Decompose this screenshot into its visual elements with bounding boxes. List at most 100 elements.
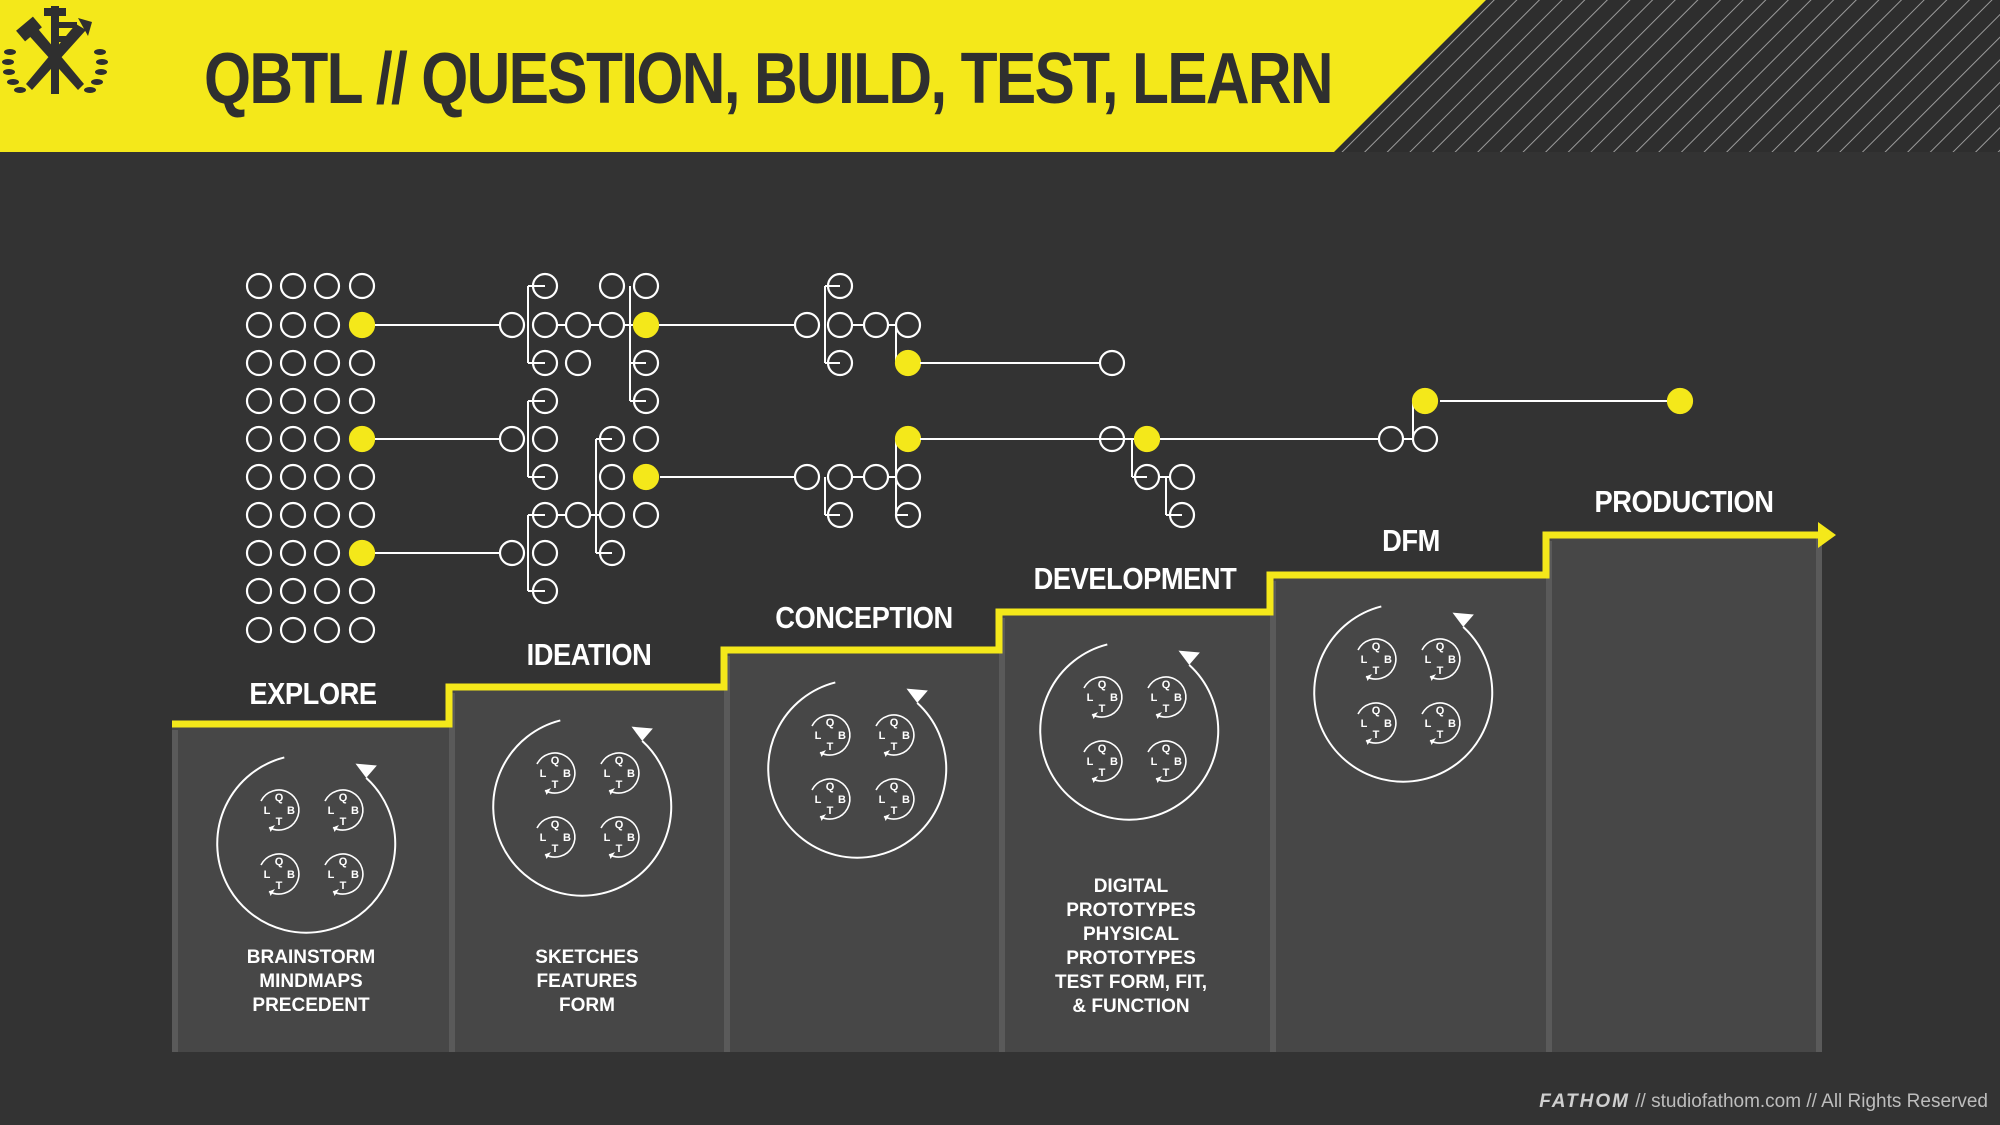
selected-idea-node — [1666, 387, 1694, 415]
stage-label-production: PRODUCTION — [1594, 484, 1774, 519]
cycle-letter: T — [1373, 729, 1380, 741]
idea-node — [313, 425, 341, 453]
cycle-letter: Q — [1372, 705, 1381, 717]
cycle-letter: Q — [1162, 679, 1171, 691]
cycle-letter: L — [815, 794, 822, 806]
idea-node — [598, 539, 626, 567]
mini-cycle-arrow — [1156, 776, 1162, 783]
idea-node — [245, 349, 273, 377]
cycle-letter: L — [264, 805, 271, 817]
idea-node — [894, 463, 922, 491]
cycle-letter: T — [552, 843, 559, 855]
mini-cycle-arrow — [269, 825, 275, 832]
mini-cycle-arrow — [545, 788, 551, 795]
idea-node — [531, 539, 559, 567]
cycle-letter: B — [563, 768, 571, 780]
idea-node — [348, 577, 376, 605]
cycle-letter: T — [827, 805, 834, 817]
idea-node — [245, 577, 273, 605]
cycle-letter: B — [1110, 756, 1118, 768]
stage-cycle-arc — [1039, 643, 1220, 821]
selected-idea-node — [632, 463, 660, 491]
cycle-letter: B — [287, 805, 295, 817]
cycle-letter: Q — [275, 792, 284, 804]
progress-arrow-head — [1818, 522, 1836, 548]
idea-node — [279, 616, 307, 644]
idea-node — [894, 311, 922, 339]
cycle-letter: B — [838, 730, 846, 742]
mini-cycle-arc — [875, 778, 915, 820]
idea-node — [826, 463, 854, 491]
idea-node — [564, 311, 592, 339]
mini-cycle-arrow — [820, 814, 826, 821]
selected-idea-node — [1133, 425, 1161, 453]
selected-idea-node — [1411, 387, 1439, 415]
idea-node — [598, 425, 626, 453]
cycle-letter: T — [340, 816, 347, 828]
activity-item: & FUNCTION — [1072, 996, 1190, 1017]
stage-column — [449, 687, 724, 1052]
mini-cycle-arrow — [609, 788, 615, 795]
mini-cycle-arc — [536, 752, 576, 794]
selected-idea-node — [348, 311, 376, 339]
idea-node — [245, 463, 273, 491]
idea-node — [1168, 501, 1196, 529]
idea-node — [862, 463, 890, 491]
idea-node — [598, 463, 626, 491]
activity-item: PROTOTYPES — [1066, 948, 1196, 969]
cycle-letter: T — [891, 805, 898, 817]
cycle-letter: T — [1437, 665, 1444, 677]
mini-cycle-arc — [600, 816, 640, 858]
selected-idea-node — [632, 311, 660, 339]
stage-cycle-arrow — [906, 688, 928, 703]
cycle-letter: B — [1174, 692, 1182, 704]
cycle-letter: Q — [890, 781, 899, 793]
mini-cycle-arc — [811, 714, 851, 756]
idea-node — [826, 272, 854, 300]
idea-node — [1377, 425, 1405, 453]
mini-cycle-arrow — [884, 750, 890, 757]
cycle-letter: T — [616, 843, 623, 855]
idea-node — [564, 501, 592, 529]
cycle-letter: L — [328, 869, 335, 881]
cycle-letter: Q — [339, 792, 348, 804]
idea-node — [279, 272, 307, 300]
idea-node — [348, 272, 376, 300]
cycle-letter: B — [627, 768, 635, 780]
cycle-letter: T — [340, 880, 347, 892]
idea-node — [245, 311, 273, 339]
cycle-letter: B — [563, 832, 571, 844]
idea-node — [531, 425, 559, 453]
idea-node — [313, 577, 341, 605]
mini-cycle-arrow — [333, 825, 339, 832]
cycle-letter: L — [1425, 654, 1432, 666]
mini-cycle-arrow — [545, 852, 551, 859]
idea-node — [279, 425, 307, 453]
idea-node — [313, 387, 341, 415]
idea-node — [632, 349, 660, 377]
cycle-letter: Q — [275, 856, 284, 868]
stage-cycle-arc — [1313, 605, 1494, 783]
idea-node — [313, 311, 341, 339]
mini-cycle-arc — [1083, 740, 1123, 782]
cycle-letter: B — [351, 869, 359, 881]
stage-activities-explore: BRAINSTORM MINDMAPS PRECEDENT — [247, 946, 375, 1018]
cycle-letter: T — [827, 741, 834, 753]
mini-cycle-arc — [811, 778, 851, 820]
cycle-letter: L — [604, 832, 611, 844]
cycle-letter: Q — [1436, 705, 1445, 717]
cycle-letter: B — [351, 805, 359, 817]
stage-cycle-arc — [767, 681, 948, 859]
header-accent — [0, 0, 1486, 152]
cycle-letter: B — [902, 794, 910, 806]
mini-cycle-arc — [600, 752, 640, 794]
stage-column-edge — [172, 730, 178, 1052]
stage-column-edge — [1816, 535, 1822, 1052]
idea-node — [632, 425, 660, 453]
mini-cycle-arc — [1421, 702, 1461, 744]
idea-node — [531, 577, 559, 605]
mini-cycle-arc — [1421, 638, 1461, 680]
idea-node — [862, 311, 890, 339]
